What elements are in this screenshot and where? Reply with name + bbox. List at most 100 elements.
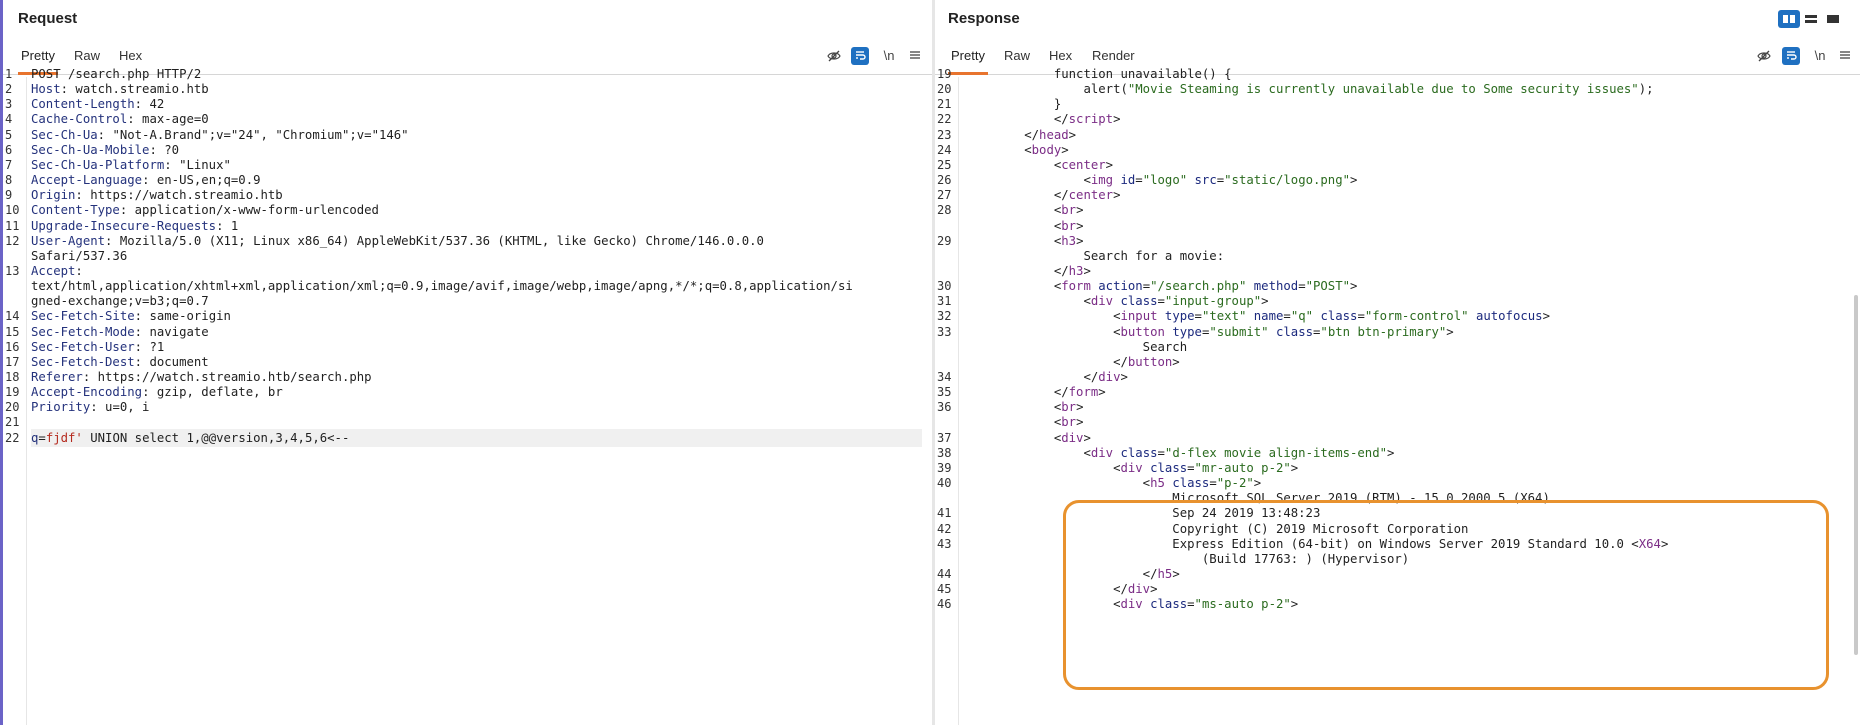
- layout-horizontal-icon[interactable]: [1800, 10, 1822, 28]
- code-line[interactable]: <div class="input-group">: [965, 292, 1268, 310]
- code-line[interactable]: </button>: [965, 353, 1180, 371]
- code-line[interactable]: Origin: https://watch.streamio.htb: [31, 186, 283, 204]
- code-line[interactable]: }: [965, 95, 1061, 113]
- code-line[interactable]: </div>: [965, 368, 1127, 386]
- code-line[interactable]: <h3>: [965, 232, 1084, 250]
- code-line[interactable]: Sep 24 2019 13:48:23: [965, 504, 1320, 522]
- code-line[interactable]: Content-Length: 42: [31, 95, 164, 113]
- code-token: >: [1113, 188, 1121, 203]
- code-line[interactable]: gned-exchange;v=b3;q=0.7: [31, 292, 209, 310]
- response-scrollbar[interactable]: [1854, 295, 1858, 655]
- code-line[interactable]: Accept-Language: en-US,en;q=0.9: [31, 171, 261, 189]
- code-token: "d-flex movie align-items-end": [1164, 445, 1388, 460]
- request-tab-raw[interactable]: Raw: [74, 48, 101, 63]
- code-token: alert(: [965, 82, 1128, 97]
- code-line[interactable]: Accept:: [31, 262, 83, 280]
- line-number: 29: [937, 233, 952, 248]
- response-tab-render[interactable]: Render: [1092, 48, 1135, 63]
- code-token: : max-age=0: [127, 112, 209, 127]
- code-token: >: [1083, 263, 1091, 278]
- code-line[interactable]: alert("Movie Steaming is currently unava…: [965, 80, 1653, 98]
- code-token: button: [1120, 324, 1165, 339]
- code-token: Sec-Fetch-Mode: [31, 324, 135, 339]
- code-token: h5: [1157, 566, 1173, 581]
- code-token: =: [1194, 309, 1202, 324]
- code-line[interactable]: <center>: [965, 156, 1113, 174]
- code-token: center: [1061, 157, 1106, 172]
- eye-off-icon[interactable]: [825, 47, 843, 65]
- code-line[interactable]: Priority: u=0, i: [31, 398, 149, 416]
- code-line[interactable]: function unavailable() {: [965, 65, 1232, 83]
- code-line[interactable]: text/html,application/xhtml+xml,applicat…: [31, 277, 853, 295]
- menu-icon[interactable]: [1836, 47, 1854, 65]
- code-line[interactable]: q=fjdf' UNION select 1,@@version,3,4,5,6…: [31, 428, 922, 447]
- code-line[interactable]: Copyright (C) 2019 Microsoft Corporation: [965, 520, 1468, 538]
- line-number: 31: [937, 294, 952, 309]
- newline-toggle[interactable]: \n: [883, 48, 895, 63]
- code-line[interactable]: Sec-Fetch-User: ?1: [31, 338, 164, 356]
- menu-icon[interactable]: [906, 47, 924, 65]
- code-token: >: [1150, 582, 1158, 597]
- pane-divider[interactable]: [932, 0, 935, 725]
- code-line[interactable]: </form>: [965, 383, 1106, 401]
- code-line[interactable]: Express Edition (64-bit) on Windows Serv…: [965, 535, 1668, 553]
- code-line[interactable]: <div class="d-flex movie align-items-end…: [965, 444, 1394, 462]
- wrap-lines-icon[interactable]: [851, 47, 869, 65]
- code-line[interactable]: </div>: [965, 580, 1158, 598]
- code-line[interactable]: Host: watch.streamio.htb: [31, 80, 209, 98]
- code-line[interactable]: Sec-Ch-Ua-Mobile: ?0: [31, 141, 179, 159]
- code-line[interactable]: Accept-Encoding: gzip, deflate, br: [31, 383, 283, 401]
- code-line[interactable]: Content-Type: application/x-www-form-url…: [31, 201, 379, 219]
- code-line[interactable]: Upgrade-Insecure-Requests: 1: [31, 217, 238, 235]
- code-line[interactable]: Sec-Ch-Ua: "Not-A.Brand";v="24", "Chromi…: [31, 126, 409, 144]
- request-tab-pretty[interactable]: Pretty: [18, 48, 58, 75]
- code-line[interactable]: <h5 class="p-2">: [965, 474, 1262, 492]
- code-token: Express Edition (64-bit) on Windows Serv…: [965, 536, 1639, 551]
- code-token: <: [965, 309, 1121, 324]
- eye-off-icon[interactable]: [1755, 47, 1773, 65]
- response-tab-raw[interactable]: Raw: [1004, 48, 1031, 63]
- code-token: br: [1061, 203, 1077, 218]
- code-line[interactable]: Sec-Fetch-Mode: navigate: [31, 323, 209, 341]
- code-line[interactable]: Sec-Fetch-Dest: document: [31, 353, 209, 371]
- code-line[interactable]: <div>: [965, 429, 1091, 447]
- code-line[interactable]: User-Agent: Mozilla/5.0 (X11; Linux x86_…: [31, 232, 764, 250]
- code-line[interactable]: Cache-Control: max-age=0: [31, 110, 209, 128]
- code-line[interactable]: <form action="/search.php" method="POST"…: [965, 277, 1358, 295]
- code-line[interactable]: </head>: [965, 126, 1076, 144]
- request-tab-hex[interactable]: Hex: [119, 48, 143, 63]
- code-line[interactable]: <input type="text" name="q" class="form-…: [965, 307, 1550, 325]
- code-line[interactable]: </script>: [965, 110, 1121, 128]
- code-line[interactable]: POST /search.php HTTP/2: [31, 65, 201, 83]
- code-line[interactable]: <br>: [965, 201, 1084, 219]
- layout-single-icon[interactable]: [1822, 10, 1844, 28]
- code-line[interactable]: (Build 17763: ) (Hypervisor): [965, 550, 1409, 568]
- code-line[interactable]: Sec-Ch-Ua-Platform: "Linux": [31, 156, 231, 174]
- code-line[interactable]: <br>: [965, 398, 1084, 416]
- code-line[interactable]: <br>: [965, 413, 1084, 431]
- code-line[interactable]: Search: [965, 338, 1187, 356]
- request-title: Request: [18, 10, 78, 27]
- code-line[interactable]: <body>: [965, 141, 1068, 159]
- response-tab-pretty[interactable]: Pretty: [948, 48, 988, 75]
- code-line[interactable]: Search for a movie:: [965, 247, 1224, 265]
- code-line[interactable]: Safari/537.36: [31, 247, 127, 265]
- code-line[interactable]: <div class="ms-auto p-2">: [965, 595, 1298, 613]
- code-line[interactable]: </h3>: [965, 262, 1091, 280]
- code-line[interactable]: </center>: [965, 186, 1121, 204]
- code-line[interactable]: Referer: https://watch.streamio.htb/sear…: [31, 368, 372, 386]
- wrap-lines-icon[interactable]: [1782, 47, 1800, 65]
- code-line[interactable]: <div class="mr-auto p-2">: [965, 459, 1298, 477]
- code-line[interactable]: <button type="submit" class="btn btn-pri…: [965, 323, 1454, 341]
- response-tab-hex[interactable]: Hex: [1049, 48, 1073, 63]
- code-line[interactable]: <br>: [965, 217, 1084, 235]
- layout-split-icon[interactable]: [1778, 10, 1800, 28]
- line-number: 32: [937, 309, 952, 324]
- code-line[interactable]: Sec-Fetch-Site: same-origin: [31, 307, 231, 325]
- code-line[interactable]: </h5>: [965, 565, 1180, 583]
- newline-toggle[interactable]: \n: [1814, 48, 1826, 63]
- code-line[interactable]: <img id="logo" src="static/logo.png">: [965, 171, 1357, 189]
